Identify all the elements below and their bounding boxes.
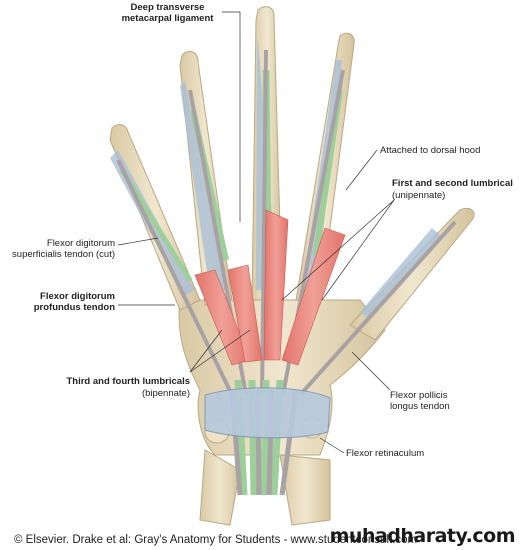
flexor-retinaculum-band [204, 387, 331, 439]
little-finger [109, 124, 234, 396]
leader-third-lumbrical [189, 329, 223, 373]
copyright-text: © Elsevier. Drake et al: Gray's Anatomy … [14, 534, 418, 546]
leader-deep-transverse [222, 11, 241, 222]
ring-finger [179, 51, 248, 396]
lumbrical-2 [263, 209, 289, 361]
label-unipennate: (unipennate) [392, 190, 446, 201]
leader-second-lumbrical [321, 199, 395, 301]
leader-first-lumbrical [281, 199, 395, 301]
label-dorsal-hood: Attached to dorsal hood [380, 145, 481, 156]
thumb [298, 207, 475, 397]
leader-lines [117, 11, 395, 454]
label-fds-tendon: Flexor digitorum superficialis tendon (c… [12, 238, 115, 260]
lumbrical-1 [281, 227, 346, 366]
label-third-fourth-lumbricals: Third and fourth lumbricals [66, 376, 190, 387]
label-fdp-tendon: Flexor digitorum profundus tendon [33, 291, 115, 313]
label-fpl-tendon: Flexor pollicis longus tendon [390, 390, 450, 412]
label-bipennate: (bipennate) [141, 388, 190, 399]
leader-dorsal-hood [345, 149, 378, 191]
label-first-second-lumbrical: First and second lumbrical [392, 178, 513, 189]
lumbrical-muscles [194, 209, 346, 366]
label-flexor-retinaculum: Flexor retinaculum [346, 448, 425, 459]
leader-fpl [351, 351, 391, 391]
leader-retinaculum [319, 437, 345, 454]
leader-fds [117, 237, 159, 246]
watermark-logo: muhadharaty.com [329, 525, 516, 547]
label-deep-transverse-ligament: Deep transverse metacarpal ligament [121, 2, 214, 24]
forearm-bones [199, 449, 331, 526]
leader-fourth-lumbrical [189, 329, 251, 373]
lumbrical-3 [227, 264, 263, 363]
